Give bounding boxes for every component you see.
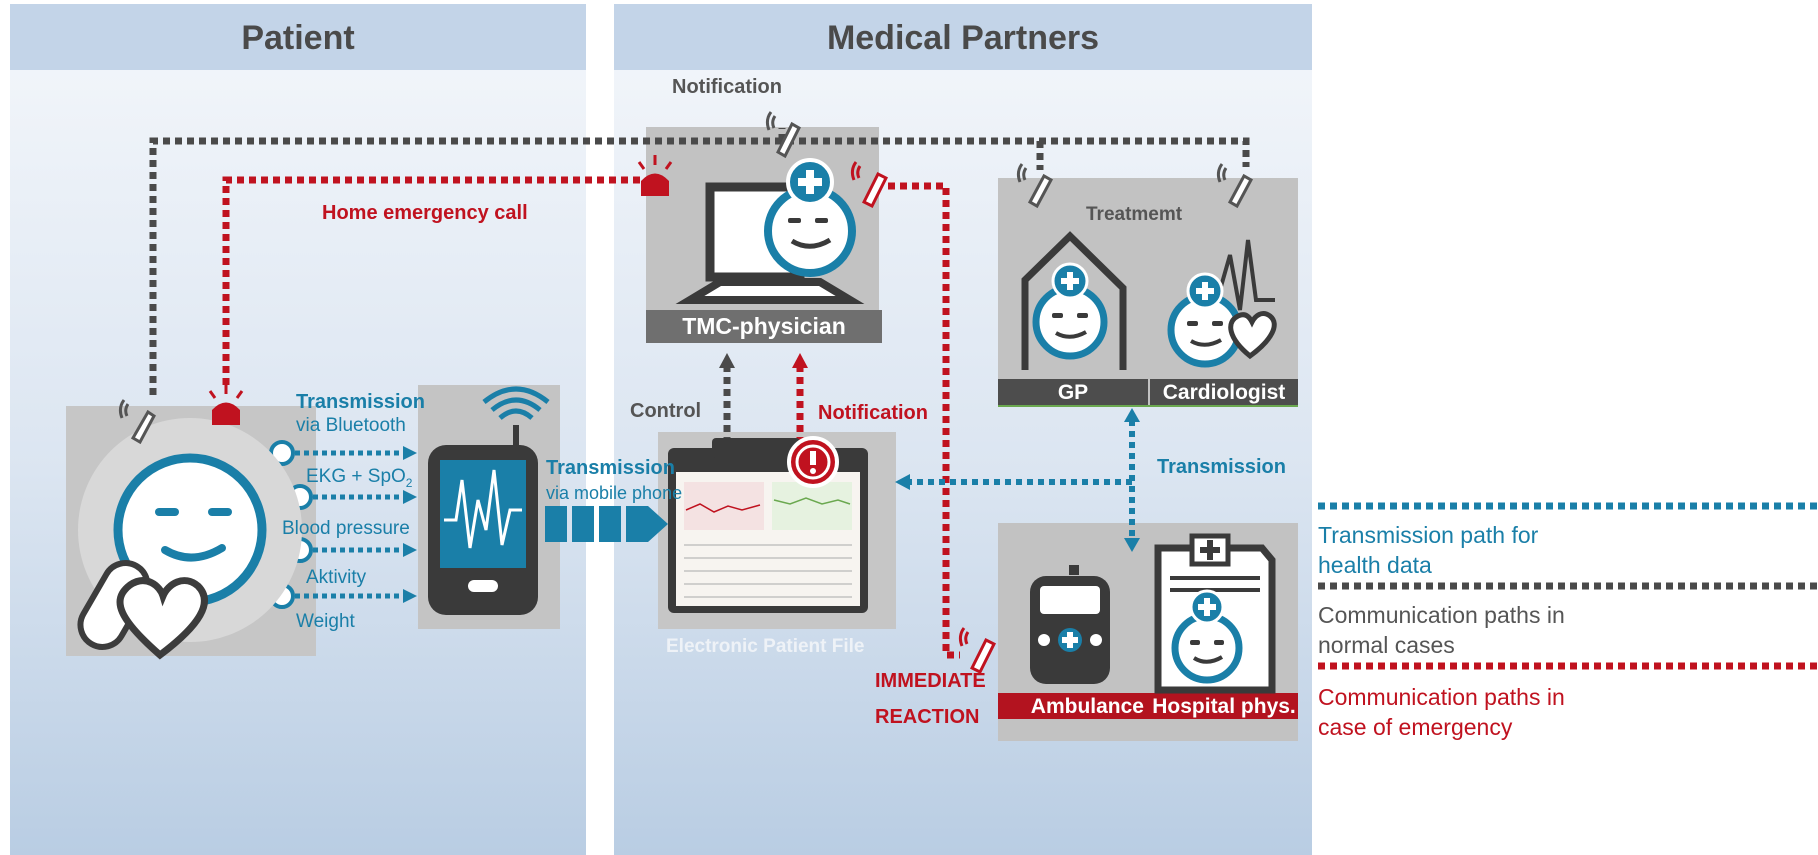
hospital-document-icon — [1154, 533, 1276, 694]
patient-column-header: Patient — [10, 4, 586, 70]
mobile-transmission-arrow — [545, 506, 668, 542]
immediate-label: IMMEDIATE — [875, 670, 986, 692]
smartphone-icon — [428, 386, 550, 615]
legend-normal-paths: Communication paths in normal cases — [1318, 600, 1565, 660]
home-emergency-call-label: Home emergency call — [322, 202, 528, 224]
control-arrow — [719, 353, 735, 444]
phone-icon — [118, 399, 156, 445]
transmission-bt-sub: via Bluetooth — [296, 415, 406, 436]
heart-icon — [116, 577, 208, 660]
legend-emergency-paths: Communication paths in case of emergency — [1318, 682, 1565, 742]
phone-icon — [765, 111, 801, 159]
activity-label: Aktivity — [306, 567, 367, 588]
legend-normal-paths-line2: normal cases — [1318, 632, 1455, 658]
phone-icon — [1016, 163, 1054, 209]
house-icon — [1021, 231, 1127, 370]
control-label: Control — [630, 400, 702, 422]
alert-icon — [787, 436, 839, 488]
home-emergency-path — [222, 176, 640, 385]
immediate-reaction-path — [888, 182, 960, 659]
transmission-mobile-title: Transmission — [546, 457, 675, 479]
ekg-subscript: 2 — [405, 475, 413, 490]
legend-emergency-paths-line2: case of emergency — [1318, 714, 1513, 740]
alarm-light-icon — [637, 155, 673, 196]
blood-pressure-label: Blood pressure — [282, 518, 410, 539]
transmission-bt-title: Transmission — [296, 391, 425, 413]
partner-transmission-path — [895, 408, 1140, 552]
ambulance-banner: Ambulance — [998, 693, 1150, 719]
legend-emergency-paths-line1: Communication paths in — [1318, 684, 1565, 710]
ambulance-icon — [1030, 565, 1110, 684]
phone-icon — [850, 161, 889, 209]
notification-red-label: Notification — [818, 402, 928, 424]
notification-top-label: Notification — [672, 76, 782, 98]
gp-banner: GP — [998, 379, 1148, 406]
heart-icon — [1167, 239, 1277, 368]
hospital-banner: Hospital phys. — [1150, 693, 1298, 719]
normal-communication-path — [149, 128, 1250, 395]
transmission-right-label: Transmission — [1157, 456, 1286, 478]
treatment-label: Treatmemt — [1086, 204, 1183, 225]
doctor-face-icon — [764, 158, 856, 277]
alarm-light-icon — [208, 384, 244, 425]
notification-arrow — [792, 353, 808, 444]
ekg-text: EKG + SpO — [306, 466, 406, 487]
ekg-label: EKG + SpO2 — [306, 466, 412, 490]
treatment-banner-underline — [998, 405, 1298, 407]
reaction-label: REACTION — [875, 706, 980, 728]
cardiologist-banner: Cardiologist — [1150, 379, 1298, 406]
phone-icon — [1216, 163, 1254, 209]
electronic-patient-file-label: Electronic Patient File — [666, 636, 865, 657]
tmc-banner: TMC-physician — [646, 310, 882, 343]
legend-health-data-line1: Transmission path for — [1318, 522, 1539, 548]
transmission-mobile-sub: via mobile phone — [546, 483, 683, 503]
legend-health-data-line2: health data — [1318, 552, 1432, 578]
partners-column-header: Medical Partners — [614, 4, 1312, 70]
clipboard-icon — [668, 438, 868, 613]
legend-health-data: Transmission path for health data — [1318, 520, 1538, 580]
phone-icon — [958, 627, 997, 675]
weight-label: Weight — [296, 611, 355, 632]
legend-normal-paths-line1: Communication paths in — [1318, 602, 1565, 628]
